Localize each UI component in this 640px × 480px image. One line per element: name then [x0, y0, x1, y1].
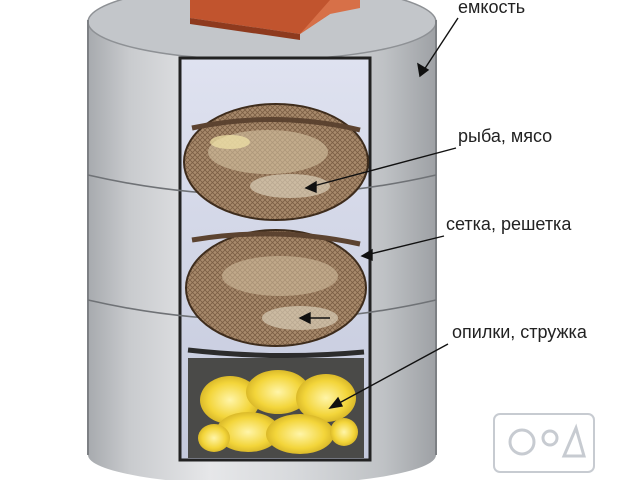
pointer-lines — [298, 17, 459, 409]
label-sawdust: опилки, стружка — [452, 322, 587, 342]
label-container: емкость — [458, 0, 526, 17]
lower-food-tray — [185, 229, 367, 359]
label-grate: сетка, решетка — [446, 214, 572, 234]
brick-icon — [190, 0, 360, 40]
wood-chips — [198, 370, 358, 454]
label-fish-meat: рыба, мясо — [458, 126, 553, 146]
upper-food-tray — [183, 103, 369, 221]
watermark-logo — [493, 413, 595, 473]
